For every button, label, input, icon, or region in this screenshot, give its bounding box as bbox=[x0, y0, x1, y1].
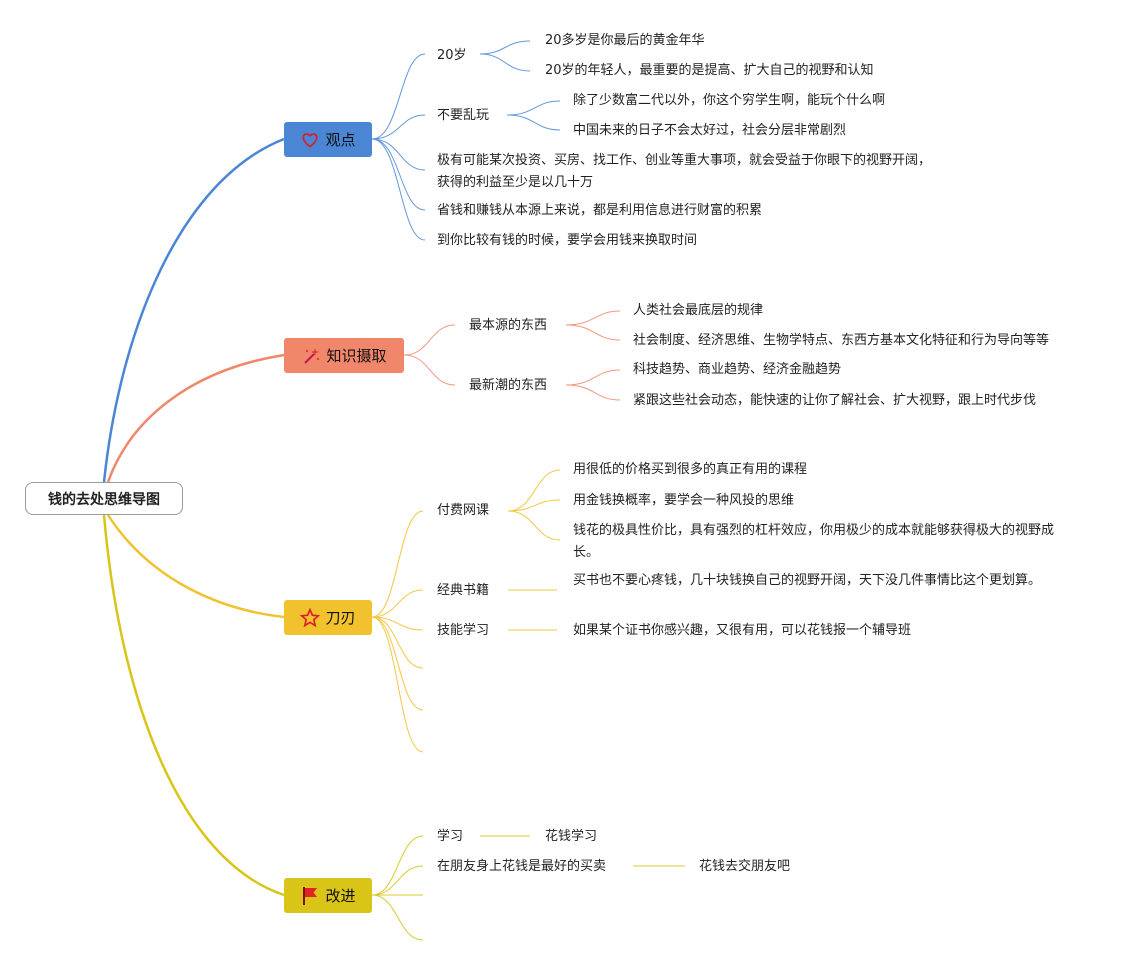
branch-gaijin-label: 改进 bbox=[325, 887, 356, 905]
node-basic[interactable]: 最本源的东西 bbox=[469, 318, 548, 333]
node-paid-child-1[interactable]: 用很低的价格买到很多的真正有用的课程 bbox=[573, 462, 808, 477]
magic-wand-icon bbox=[301, 346, 321, 366]
node-paid[interactable]: 付费网课 bbox=[437, 503, 490, 518]
branch-guandian[interactable]: 观点 bbox=[284, 122, 372, 157]
flag-icon bbox=[300, 886, 320, 906]
node-invest[interactable]: 极有可能某次投资、买房、找工作、创业等重大事项，就会受益于你眼下的视野开阔，获得… bbox=[437, 153, 932, 190]
node-trend[interactable]: 最新潮的东西 bbox=[469, 378, 548, 393]
node-noplay-child-2[interactable]: 中国未来的日子不会太好过，社会分层非常剧烈 bbox=[573, 123, 847, 138]
node-friends[interactable]: 在朋友身上花钱是最好的买卖 bbox=[437, 859, 607, 874]
node-basic-child-1[interactable]: 人类社会最底层的规律 bbox=[633, 303, 764, 318]
node-books[interactable]: 经典书籍 bbox=[437, 583, 490, 598]
node-books-child-1[interactable]: 买书也不要心疼钱，几十块钱换自己的视野开阔，天下没几件事情比这个更划算。 bbox=[573, 573, 1042, 588]
node-study[interactable]: 学习 bbox=[437, 829, 464, 844]
branch-zhishi-label: 知识摄取 bbox=[326, 347, 387, 365]
node-noplay[interactable]: 不要乱玩 bbox=[437, 108, 490, 123]
root-label: 钱的去处思维导图 bbox=[48, 491, 160, 508]
heart-icon bbox=[300, 130, 320, 150]
node-basic-child-2[interactable]: 社会制度、经济思维、生物学特点、东西方基本文化特征和行为导向等等 bbox=[633, 333, 1050, 348]
node-study-child-1[interactable]: 花钱学习 bbox=[545, 829, 598, 844]
link-root-daoren bbox=[106, 514, 285, 619]
node-paid-child-2[interactable]: 用金钱换概率，要学会一种风投的思维 bbox=[573, 493, 795, 508]
node-save[interactable]: 省钱和赚钱从本源上来说，都是利用信息进行财富的积累 bbox=[437, 203, 763, 218]
node-trend-child-2[interactable]: 紧跟这些社会动态，能快速的让你了解社会、扩大视野，跟上时代步伐 bbox=[633, 393, 1037, 408]
node-age20-child-1[interactable]: 20多岁是你最后的黄金年华 bbox=[545, 33, 705, 48]
node-friends-child-1[interactable]: 花钱去交朋友吧 bbox=[699, 859, 791, 874]
node-paid-child-3[interactable]: 钱花的极具性价比，具有强烈的杠杆效应，你用极少的成本就能够获得极大的视野成长。 bbox=[573, 523, 1055, 560]
link-root-zhishi bbox=[106, 353, 285, 483]
star-icon bbox=[300, 607, 321, 628]
node-skills[interactable]: 技能学习 bbox=[437, 623, 490, 638]
branch-daoren[interactable]: 刀刃 bbox=[284, 600, 372, 635]
link-root-gaijin bbox=[102, 514, 285, 897]
node-time[interactable]: 到你比较有钱的时候，要学会用钱来换取时间 bbox=[437, 233, 698, 248]
node-noplay-child-1[interactable]: 除了少数富二代以外，你这个穷学生啊，能玩个什么啊 bbox=[573, 93, 886, 108]
branch-gaijin[interactable]: 改进 bbox=[284, 878, 372, 913]
link-root-guandian bbox=[102, 137, 285, 483]
node-skills-child-1[interactable]: 如果某个证书你感兴趣，又很有用，可以花钱报一个辅导班 bbox=[573, 623, 912, 638]
branch-zhishi[interactable]: 知识摄取 bbox=[284, 338, 404, 373]
branch-daoren-label: 刀刃 bbox=[325, 609, 356, 627]
node-trend-child-1[interactable]: 科技趋势、商业趋势、经济金融趋势 bbox=[633, 362, 842, 377]
node-age20[interactable]: 20岁 bbox=[437, 48, 467, 63]
root-node[interactable]: 钱的去处思维导图 bbox=[25, 482, 183, 515]
node-age20-child-2[interactable]: 20岁的年轻人，最重要的是提高、扩大自己的视野和认知 bbox=[545, 63, 874, 78]
branch-guandian-label: 观点 bbox=[325, 131, 356, 149]
